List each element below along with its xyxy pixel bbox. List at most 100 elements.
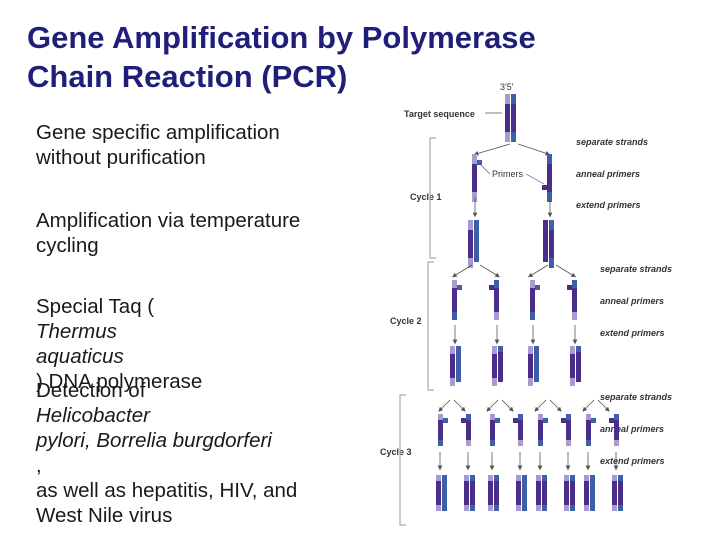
- dna-strand-segment: [490, 420, 495, 440]
- c3-extend-label: extend primers: [600, 456, 665, 466]
- dna-strand-segment: [516, 505, 521, 511]
- arrow: [453, 399, 466, 412]
- arrow: [527, 264, 549, 278]
- dna-strand-segment: [522, 481, 527, 505]
- dna-strand-segment: [436, 475, 441, 481]
- primer: [495, 418, 500, 423]
- dna-strand-segment: [570, 505, 575, 511]
- dna-strand-segment: [468, 220, 473, 230]
- dna-strand-segment: [534, 352, 539, 382]
- cycle-2-label: Cycle 2: [390, 316, 422, 326]
- arrow: [517, 143, 551, 156]
- dna-strand-segment: [549, 258, 554, 268]
- dna-strand-segment: [576, 346, 581, 352]
- dna-strand-segment: [576, 352, 581, 382]
- dna-strand-segment: [456, 352, 461, 382]
- dna-strand-segment: [614, 414, 619, 420]
- bullet-text: Detection of: [36, 379, 146, 402]
- cycle-bracket: [427, 261, 434, 391]
- dna-strand-segment: [511, 132, 516, 142]
- cycle-3-label: Cycle 3: [380, 447, 412, 457]
- dna-strand-segment: [530, 312, 535, 320]
- dna-strand-segment: [618, 481, 623, 505]
- dna-strand-segment: [530, 280, 535, 288]
- dna-strand-segment: [464, 505, 469, 511]
- bullet-text: Helicobacter: [36, 404, 150, 427]
- dna-strand-segment: [464, 475, 469, 481]
- dna-strand-segment: [572, 288, 577, 312]
- bullet-line: West Nile virus: [36, 503, 381, 528]
- dna-strand-segment: [518, 420, 523, 440]
- dna-strand-segment: [572, 312, 577, 320]
- arrow: [549, 399, 562, 412]
- dna-strand-segment: [490, 440, 495, 446]
- dna-strand-segment: [590, 505, 595, 511]
- dna-strand-segment: [472, 154, 477, 164]
- primer: [461, 418, 466, 423]
- dna-strand-segment: [488, 481, 493, 505]
- primer: [609, 418, 614, 423]
- dna-strand-segment: [543, 220, 548, 226]
- bullet-text: cycling: [36, 234, 99, 257]
- bullet-text: pylori, Borrelia burgdorferi: [36, 429, 272, 452]
- primer: [542, 185, 547, 190]
- arrow: [486, 399, 499, 412]
- c1-separate-label: separate strands: [576, 137, 648, 147]
- dna-strand-segment: [464, 481, 469, 505]
- dna-strand-segment: [442, 481, 447, 505]
- dna-strand-segment: [564, 481, 569, 505]
- dna-strand-segment: [528, 346, 533, 354]
- cycle-1-label: Cycle 1: [410, 192, 442, 202]
- primer-pointer: [525, 173, 545, 185]
- dna-strand-segment: [612, 475, 617, 481]
- arrow: [438, 399, 451, 412]
- dna-strand-segment: [564, 505, 569, 511]
- c3-separate-label: separate strands: [600, 392, 672, 402]
- dna-strand-segment: [572, 280, 577, 288]
- dna-strand-segment: [470, 505, 475, 511]
- dna-strand-segment: [436, 505, 441, 511]
- arrow: [582, 399, 595, 412]
- dna-strand-segment: [584, 505, 589, 511]
- dna-strand-segment: [494, 475, 499, 481]
- dna-strand-segment: [450, 354, 455, 378]
- dna-strand-segment: [472, 164, 477, 192]
- dna-strand-segment: [564, 475, 569, 481]
- bullet-line: Amplification via temperature: [36, 208, 381, 233]
- dna-strand-segment: [474, 226, 479, 262]
- bullet-text: Special Taq (: [36, 295, 155, 318]
- primer: [567, 285, 572, 290]
- dna-strand-segment: [547, 154, 552, 164]
- c1-anneal-label: anneal primers: [576, 169, 640, 179]
- page-title: Gene Amplification by Polymerase Chain R…: [27, 18, 717, 96]
- dna-strand-segment: [511, 94, 516, 104]
- diagram-shapes: [399, 94, 623, 526]
- c2-anneal-label: anneal primers: [600, 296, 664, 306]
- dna-strand-segment: [538, 420, 543, 440]
- dna-strand-segment: [492, 346, 497, 354]
- bullet-text: ) DNA polymerase: [36, 370, 203, 393]
- dna-strand-segment: [522, 475, 527, 481]
- dna-strand-segment: [488, 505, 493, 511]
- dna-strand-segment: [538, 440, 543, 446]
- dna-strand-segment: [618, 475, 623, 481]
- arrow: [451, 264, 473, 278]
- bullet-line: Gene specific amplification: [36, 120, 381, 145]
- dna-strand-segment: [542, 505, 547, 511]
- arrow: [479, 264, 501, 278]
- dna-strand-segment: [566, 414, 571, 420]
- dna-strand-segment: [494, 280, 499, 288]
- c1-extend-label: extend primers: [576, 200, 641, 210]
- cycle-bracket: [399, 394, 406, 526]
- dna-strand-segment: [584, 481, 589, 505]
- dna-strand-segment: [528, 378, 533, 386]
- dna-strand-segment: [570, 481, 575, 505]
- dna-strand-segment: [549, 230, 554, 258]
- c2-extend-label: extend primers: [600, 328, 665, 338]
- dna-strand-segment: [586, 440, 591, 446]
- primer: [443, 418, 448, 423]
- bullet-text: Amplification via temperature: [36, 209, 301, 232]
- dna-strand-segment: [505, 104, 510, 132]
- dna-strand-segment: [505, 94, 510, 104]
